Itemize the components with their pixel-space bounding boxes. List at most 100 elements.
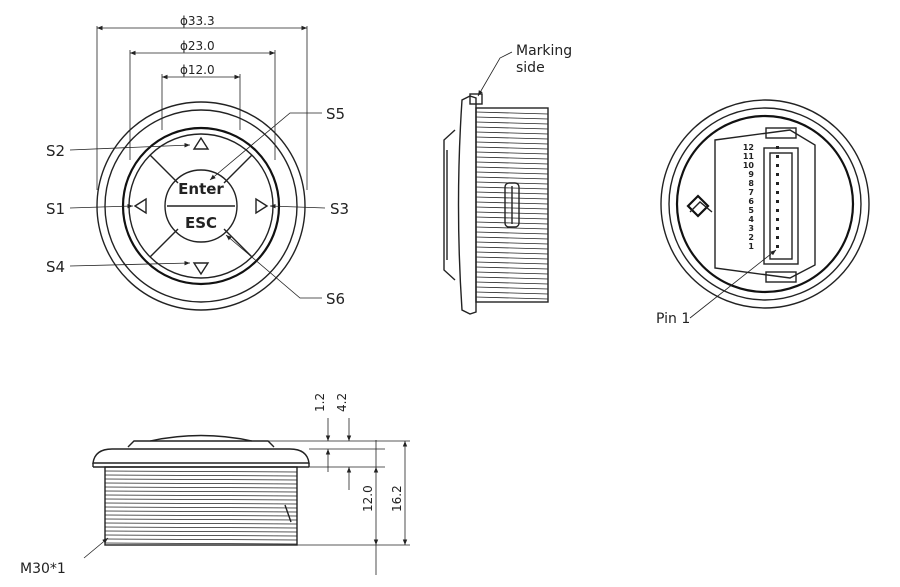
thread-line bbox=[104, 502, 298, 505]
thread-line bbox=[475, 131, 549, 135]
thread-line bbox=[475, 291, 549, 295]
thread-line bbox=[104, 490, 298, 493]
pin-number: 10 bbox=[743, 161, 755, 170]
thread-line bbox=[475, 121, 549, 125]
thread-line bbox=[475, 241, 549, 245]
connector-pin bbox=[776, 218, 779, 221]
thread-line bbox=[104, 498, 298, 501]
thread-line bbox=[475, 236, 549, 240]
pin-number: 1 bbox=[748, 242, 754, 251]
key-separator bbox=[149, 154, 179, 184]
thread-line bbox=[475, 266, 549, 270]
back-second-ring bbox=[668, 107, 862, 301]
thread-line bbox=[475, 286, 549, 290]
thread-line bbox=[475, 151, 549, 155]
back-outer-ring bbox=[660, 99, 870, 309]
dim-16-2: 16.2 bbox=[390, 485, 404, 512]
dim-12-0: 12.0 bbox=[361, 485, 375, 512]
side-rib bbox=[504, 182, 520, 228]
profile-view: 1.2 4.2 12.0 16.2 M30*1 bbox=[20, 393, 410, 577]
thread-line bbox=[104, 514, 298, 517]
thread-line bbox=[475, 166, 549, 170]
center-key bbox=[164, 169, 238, 243]
profile-thread-mark bbox=[284, 504, 292, 523]
thread-line bbox=[475, 126, 549, 130]
connector-pin bbox=[776, 245, 779, 248]
thread-line bbox=[475, 276, 549, 280]
thread-line bbox=[104, 534, 298, 537]
pin-dots bbox=[776, 146, 779, 248]
profile-thread-body bbox=[104, 466, 298, 546]
dim-1-2: 1.2 bbox=[313, 393, 327, 412]
profile-thread-lines bbox=[104, 470, 298, 545]
leader-s6 bbox=[225, 234, 322, 299]
logo-icon bbox=[686, 194, 713, 218]
thread-label: M30*1 bbox=[20, 561, 66, 577]
connector-tab-bottom bbox=[765, 271, 797, 283]
pin-number: 11 bbox=[743, 152, 755, 161]
back-connector-plate bbox=[714, 129, 816, 279]
back-third-ring bbox=[675, 114, 855, 294]
connector-pin bbox=[776, 200, 779, 203]
leader-s2 bbox=[69, 142, 191, 151]
key-separator bbox=[223, 154, 253, 184]
thread-line bbox=[475, 161, 549, 165]
thread-line bbox=[104, 478, 298, 481]
side-flange bbox=[457, 95, 477, 315]
thread-line bbox=[475, 251, 549, 255]
thread-line bbox=[104, 542, 298, 545]
connector-pin bbox=[776, 164, 779, 167]
thread-line bbox=[104, 526, 298, 529]
left-arrow-icon bbox=[133, 197, 147, 215]
label-s2: S2 bbox=[46, 142, 65, 160]
thread-line bbox=[475, 226, 549, 230]
thread-line bbox=[475, 141, 549, 145]
connector-pin bbox=[776, 182, 779, 185]
pin-number: 4 bbox=[748, 215, 754, 224]
thread-line bbox=[104, 522, 298, 525]
thread-line bbox=[104, 518, 298, 521]
marking-label-line1: Marking bbox=[516, 43, 572, 59]
thread-line bbox=[104, 486, 298, 489]
thread-line bbox=[475, 171, 549, 175]
label-s4: S4 bbox=[46, 258, 65, 276]
thread-line bbox=[475, 281, 549, 285]
thread-line bbox=[104, 482, 298, 485]
leader-thread bbox=[83, 537, 109, 559]
profile-flange bbox=[92, 448, 310, 464]
enter-key-label: Enter bbox=[178, 180, 224, 198]
leader-marking-side bbox=[477, 51, 513, 97]
label-s3: S3 bbox=[330, 200, 349, 218]
label-s6: S6 bbox=[326, 290, 345, 308]
bezel-outer-ring bbox=[96, 101, 306, 311]
connector-pin bbox=[776, 236, 779, 239]
dim-4-2: 4.2 bbox=[335, 393, 349, 412]
thread-line bbox=[104, 538, 298, 541]
thread-line bbox=[475, 261, 549, 265]
thread-line bbox=[475, 246, 549, 250]
pin-number: 8 bbox=[748, 179, 754, 188]
thread-line bbox=[475, 146, 549, 150]
leader-s4 bbox=[69, 260, 191, 267]
connector-pin bbox=[776, 155, 779, 158]
pin1-label: Pin 1 bbox=[656, 311, 690, 327]
side-knob-profile bbox=[443, 129, 456, 281]
thread-line bbox=[475, 176, 549, 180]
key-separator bbox=[223, 228, 253, 258]
up-arrow-icon bbox=[192, 136, 210, 150]
side-thread-body bbox=[475, 107, 549, 303]
down-arrow-icon bbox=[192, 262, 210, 276]
thread-line bbox=[104, 530, 298, 533]
bezel-inner-ring bbox=[104, 109, 298, 303]
thread-line bbox=[104, 506, 298, 509]
leader-s3 bbox=[269, 203, 326, 209]
thread-line bbox=[475, 111, 549, 115]
connector-pin bbox=[776, 173, 779, 176]
marking-label-line2: side bbox=[516, 60, 545, 76]
dim-outer-diameter: ϕ33.3 bbox=[180, 14, 215, 28]
thread-line bbox=[475, 271, 549, 275]
dim-middle-diameter: ϕ23.0 bbox=[180, 39, 215, 53]
